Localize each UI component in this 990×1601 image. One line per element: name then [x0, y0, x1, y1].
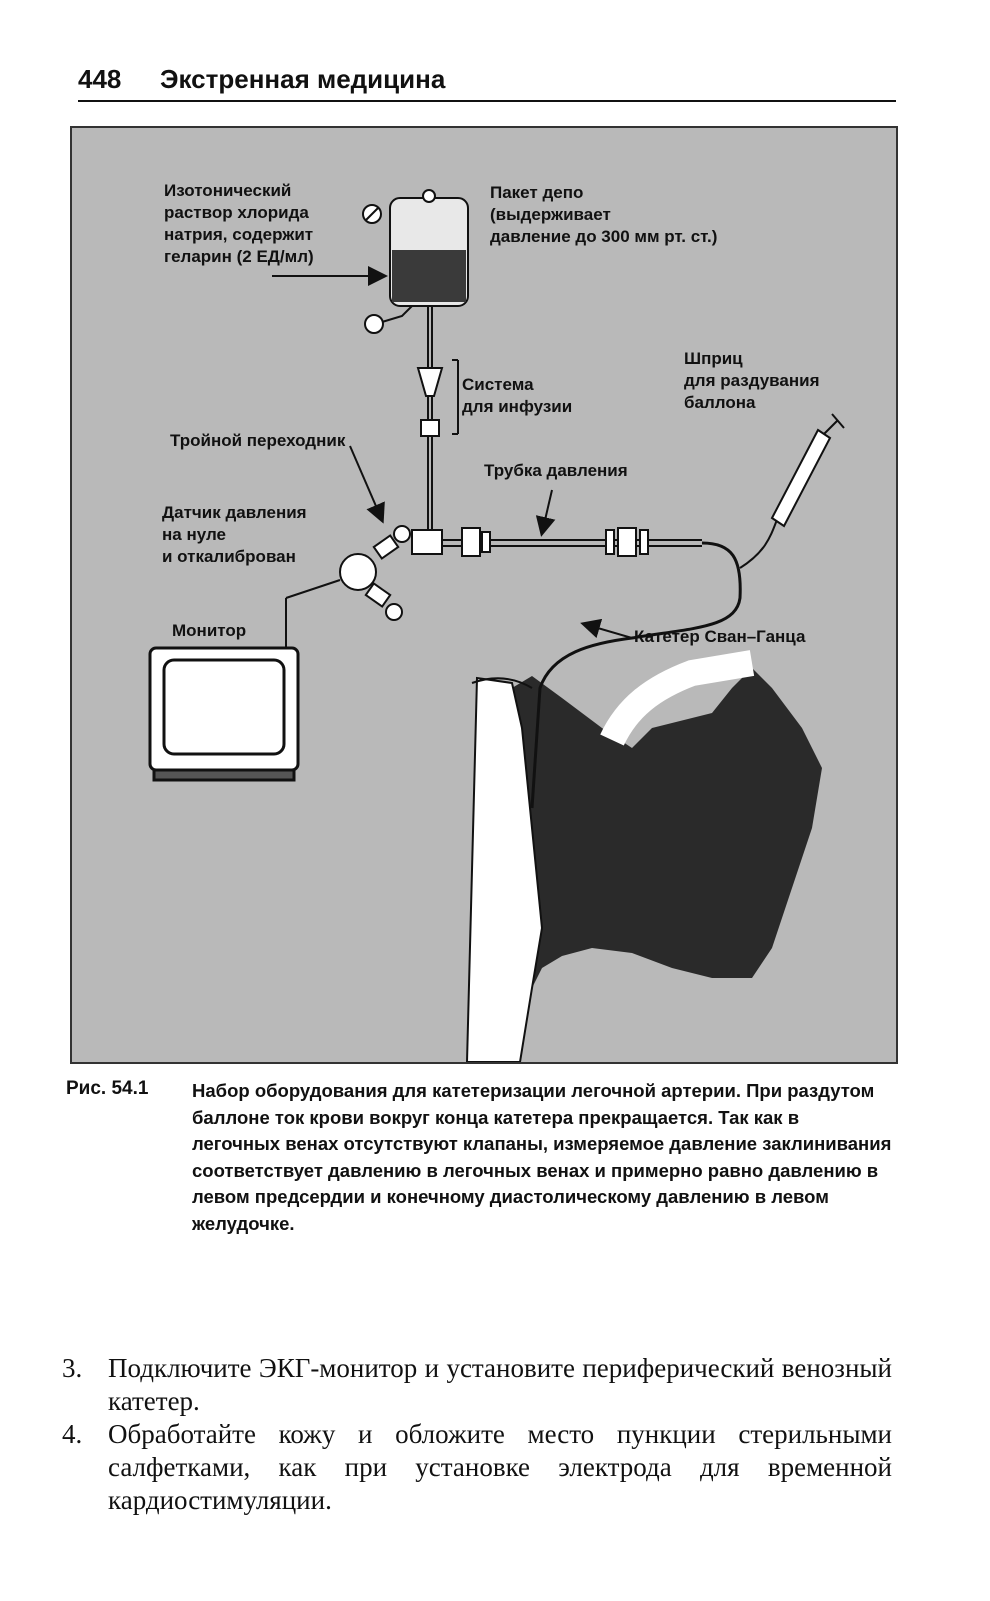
infusion-tubing	[416, 306, 459, 538]
running-title: Экстренная медицина	[160, 64, 446, 94]
catheter-label: Катетер Сван–Ганца	[634, 627, 806, 646]
page-number: 448	[78, 64, 122, 94]
depot-bag-label: Пакет депо (выдерживает давление до 300 …	[490, 183, 718, 246]
step-item: 4. Обработайте кожу и обложите место пун…	[62, 1418, 892, 1517]
pointer-arrows	[272, 266, 633, 639]
figure-caption-label: Рис. 54.1	[66, 1078, 149, 1099]
step-text: Подключите ЭКГ-монитор и установите пери…	[108, 1353, 892, 1416]
heart-silhouette	[465, 650, 822, 1062]
step-item: 3. Подключите ЭКГ-монитор и установите п…	[62, 1352, 892, 1418]
pressure-transducer	[285, 525, 411, 648]
figure-illustration: Изотонический раствор хлорида натрия, со…	[70, 126, 898, 1064]
saline-bag	[362, 189, 469, 334]
transducer-label: Датчик давления на нуле и откалиброван	[162, 503, 307, 566]
step-number: 3.	[62, 1353, 83, 1383]
three-way-label: Тройной переходник	[170, 431, 346, 450]
page-header: 448 Экстренная медицина	[78, 62, 896, 102]
step-text: Обработайте кожу и обложите место пункци…	[108, 1419, 892, 1515]
syringe-label: Шприц для раздувания баллона	[684, 349, 820, 412]
infusion-system-label: Система для инфузии	[462, 375, 573, 416]
saline-label: Изотонический раствор хлорида натрия, со…	[164, 181, 314, 266]
monitor-device	[148, 646, 300, 782]
pressure-line	[411, 413, 845, 809]
pressure-tube-label: Трубка давления	[484, 461, 628, 480]
monitor-label: Монитор	[172, 621, 247, 640]
figure-caption-text: Набор оборудования для катетеризации лег…	[192, 1080, 892, 1234]
procedure-steps: 3. Подключите ЭКГ-монитор и установите п…	[62, 1352, 892, 1517]
equipment-diagram	[148, 189, 845, 1062]
step-number: 4.	[62, 1419, 83, 1449]
